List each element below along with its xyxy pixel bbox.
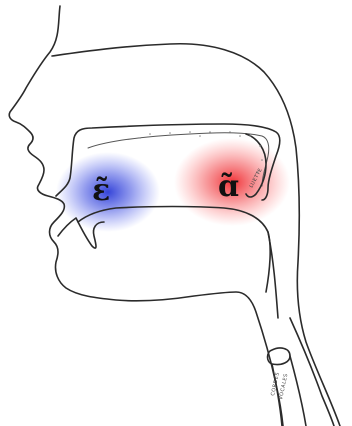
back-vowel-label: ɑ̃ xyxy=(218,169,239,204)
front-vowel-label: ɛ̃ xyxy=(92,173,110,208)
esophagus xyxy=(290,318,334,426)
head-back-outline xyxy=(52,44,340,426)
pharynx-wall xyxy=(268,232,278,318)
